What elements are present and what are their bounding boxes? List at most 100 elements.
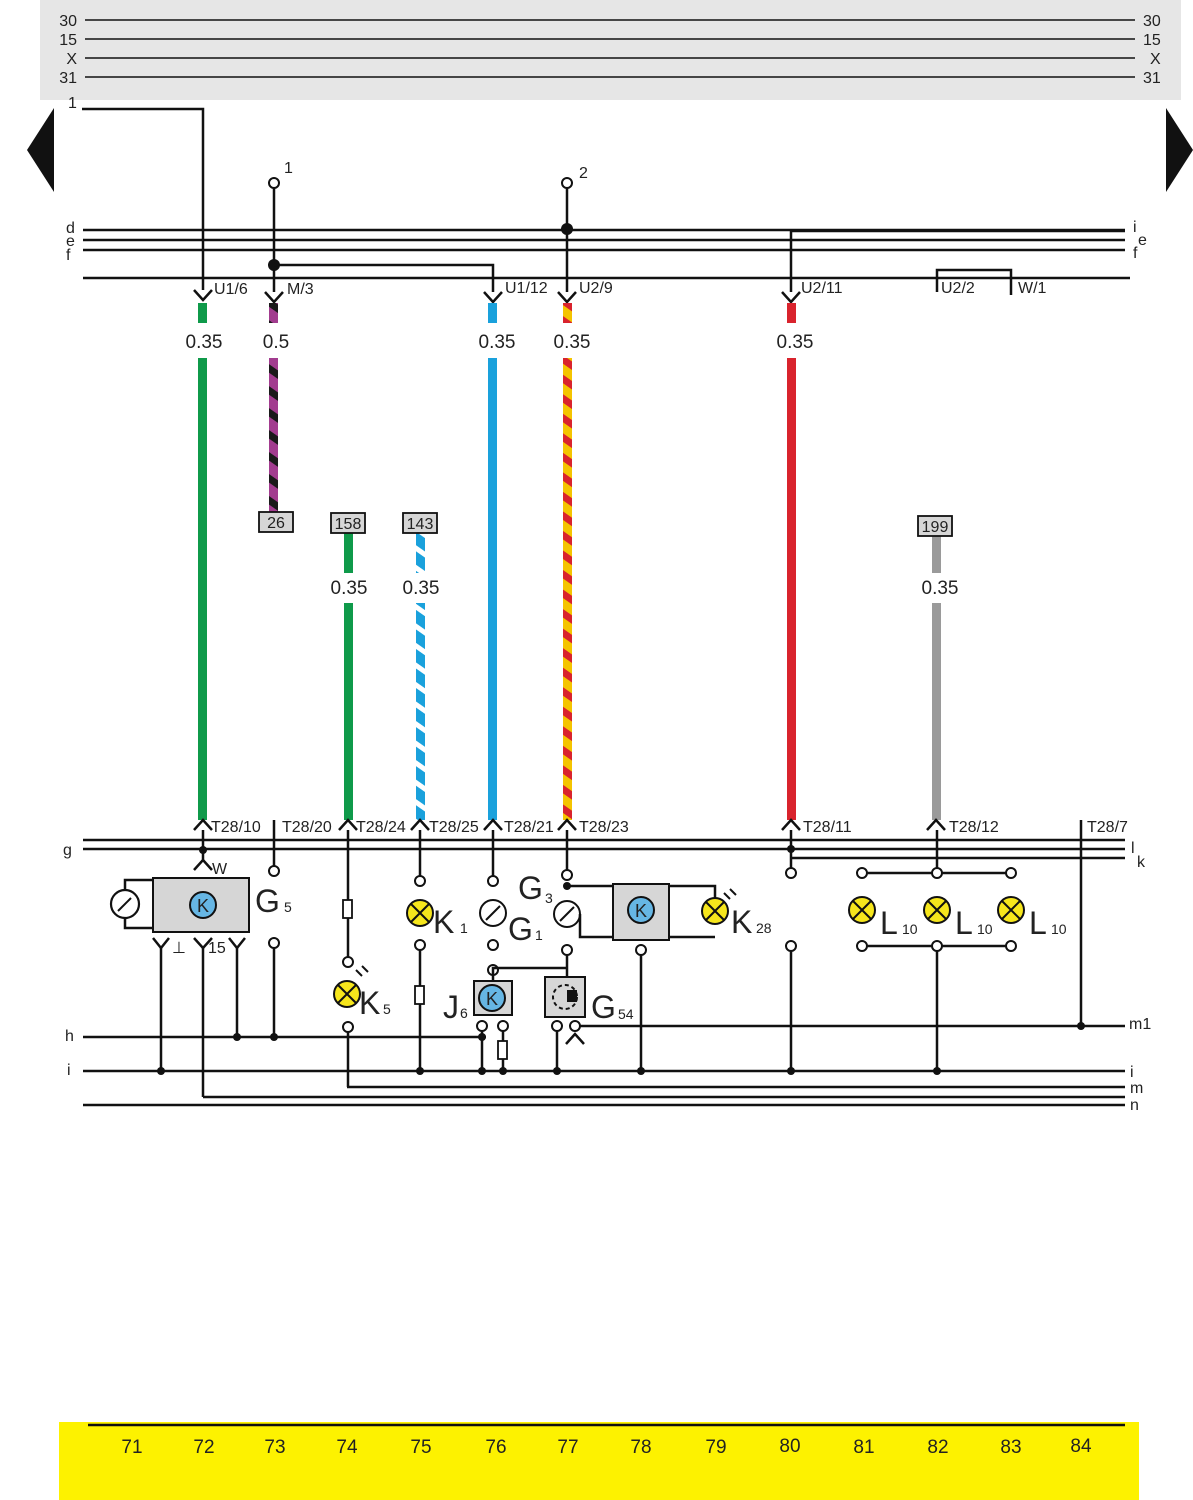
cross-ref-199[interactable]: 199 bbox=[922, 519, 949, 536]
component-k28: K bbox=[731, 904, 752, 940]
column-80-switch bbox=[785, 830, 797, 1075]
line-label-m: m bbox=[1130, 1080, 1143, 1097]
pin-label-w: W bbox=[212, 861, 228, 878]
grid-number-76: 76 bbox=[485, 1437, 506, 1458]
line-label-n: n bbox=[1130, 1097, 1139, 1114]
component-l10-1: L bbox=[880, 905, 898, 941]
bottom-lines: h i m1 i m n bbox=[65, 1016, 1151, 1114]
wire-size-5: 0.35 bbox=[777, 332, 814, 353]
connector-t28-24: T28/24 bbox=[356, 819, 406, 836]
grid-number-81: 81 bbox=[853, 1437, 874, 1458]
pin-label-ground: ⊥ bbox=[172, 940, 186, 957]
bottom-connector-tips bbox=[193, 818, 946, 831]
grid-number-79: 79 bbox=[705, 1437, 726, 1458]
component-g54-sub: 54 bbox=[618, 1006, 634, 1022]
wire-size-3: 0.35 bbox=[479, 332, 516, 353]
top-connector-tips bbox=[193, 289, 801, 304]
line-label-d: d bbox=[66, 220, 75, 237]
module-mark-2: K bbox=[486, 989, 498, 1009]
connector-t28-7: T28/7 bbox=[1087, 819, 1128, 836]
reference-left-1: 1 bbox=[68, 95, 77, 112]
lower-lines: g l k bbox=[63, 838, 1146, 871]
grid-number-73: 73 bbox=[264, 1437, 285, 1458]
footer-grid-bar bbox=[59, 1422, 1139, 1500]
line-label-e-right: e bbox=[1138, 232, 1147, 249]
line-label-i-bottom-right: i bbox=[1130, 1064, 1134, 1081]
g1-j6-group bbox=[473, 830, 567, 1075]
component-l10-2: L bbox=[955, 905, 973, 941]
component-g54: G bbox=[591, 989, 616, 1025]
grid-number-74: 74 bbox=[336, 1437, 358, 1458]
grid-number-83: 83 bbox=[1000, 1437, 1021, 1458]
grid-number-84: 84 bbox=[1070, 1436, 1092, 1457]
component-l10-1-sub: 10 bbox=[902, 921, 918, 937]
connector-w-1: W/1 bbox=[1018, 280, 1047, 297]
connector-m-3: M/3 bbox=[287, 281, 314, 298]
connector-t28-20: T28/20 bbox=[282, 819, 332, 836]
wire-size-7: 0.35 bbox=[403, 578, 440, 599]
wire-size-8: 0.35 bbox=[922, 578, 959, 599]
supply-bus-panel bbox=[40, 0, 1181, 100]
line-label-k: k bbox=[1137, 854, 1146, 871]
bus-label-x-right: X bbox=[1150, 51, 1161, 68]
wire-size-4: 0.35 bbox=[554, 332, 591, 353]
cross-reference-boxes bbox=[258, 511, 953, 537]
grid-numbers: 71 72 73 74 75 76 77 78 79 80 81 82 83 8… bbox=[121, 1436, 1092, 1458]
g5-switch bbox=[268, 865, 280, 1041]
prev-page-arrow[interactable] bbox=[27, 108, 54, 192]
component-k1-sub: 1 bbox=[460, 920, 468, 936]
supply-bus: 30 15 X 31 30 15 X 31 bbox=[59, 13, 1161, 87]
grid-number-77: 77 bbox=[557, 1437, 578, 1458]
component-g1: G bbox=[508, 911, 533, 947]
module-mark-3: K bbox=[635, 901, 647, 921]
bus-label-15-right: 15 bbox=[1143, 32, 1161, 49]
fuel-gauge-module bbox=[109, 830, 250, 1097]
grid-number-80: 80 bbox=[779, 1436, 800, 1457]
connector-u2-9: U2/9 bbox=[579, 280, 613, 297]
connector-u1-12: U1/12 bbox=[505, 280, 548, 297]
bus-label-31-left: 31 bbox=[59, 70, 77, 87]
cross-ref-26[interactable]: 26 bbox=[267, 515, 285, 532]
component-k5: K bbox=[359, 985, 380, 1021]
connector-t28-11: T28/11 bbox=[803, 819, 852, 836]
bus-label-x-left: X bbox=[66, 51, 77, 68]
grid-number-71: 71 bbox=[121, 1437, 142, 1458]
component-l10-3-sub: 10 bbox=[1051, 921, 1067, 937]
bus-label-15-left: 15 bbox=[59, 32, 77, 49]
grid-number-78: 78 bbox=[630, 1437, 651, 1458]
component-k28-sub: 28 bbox=[756, 920, 772, 936]
grid-number-82: 82 bbox=[927, 1437, 948, 1458]
wire-size-6: 0.35 bbox=[331, 578, 368, 599]
component-g1-sub: 1 bbox=[535, 927, 543, 943]
connector-u2-11: U2/11 bbox=[801, 280, 843, 297]
line-label-l: l bbox=[1131, 840, 1135, 857]
cross-ref-143[interactable]: 143 bbox=[407, 516, 434, 533]
line-label-f: f bbox=[66, 247, 71, 264]
connector-u1-6: U1/6 bbox=[214, 281, 248, 298]
component-j6: J bbox=[443, 989, 459, 1025]
line-label-i: i bbox=[67, 1062, 71, 1079]
grid-number-75: 75 bbox=[410, 1437, 431, 1458]
g3-k28-g54-group bbox=[544, 830, 737, 1075]
connector-t28-12: T28/12 bbox=[949, 819, 999, 836]
component-k5-sub: 5 bbox=[383, 1001, 391, 1017]
connector-t28-23: T28/23 bbox=[579, 819, 629, 836]
next-page-arrow[interactable] bbox=[1166, 108, 1193, 192]
connector-u2-2: U2/2 bbox=[941, 280, 975, 297]
reference-top-1: 1 bbox=[284, 160, 293, 177]
connector-t28-25: T28/25 bbox=[429, 819, 479, 836]
cross-ref-158[interactable]: 158 bbox=[335, 516, 362, 533]
l10-lamps bbox=[848, 830, 1085, 1075]
component-g5-sub: 5 bbox=[284, 899, 292, 915]
module-mark-1: K bbox=[197, 896, 209, 916]
component-g3: G bbox=[518, 870, 543, 906]
colored-wires bbox=[198, 303, 941, 820]
component-l10-3: L bbox=[1029, 905, 1047, 941]
bus-label-30-right: 30 bbox=[1143, 13, 1161, 30]
connector-t28-21: T28/21 bbox=[504, 819, 554, 836]
wire-size-2: 0.5 bbox=[263, 332, 289, 353]
component-g5: G bbox=[255, 883, 280, 919]
line-label-h: h bbox=[65, 1028, 74, 1045]
component-k1: K bbox=[433, 904, 454, 940]
